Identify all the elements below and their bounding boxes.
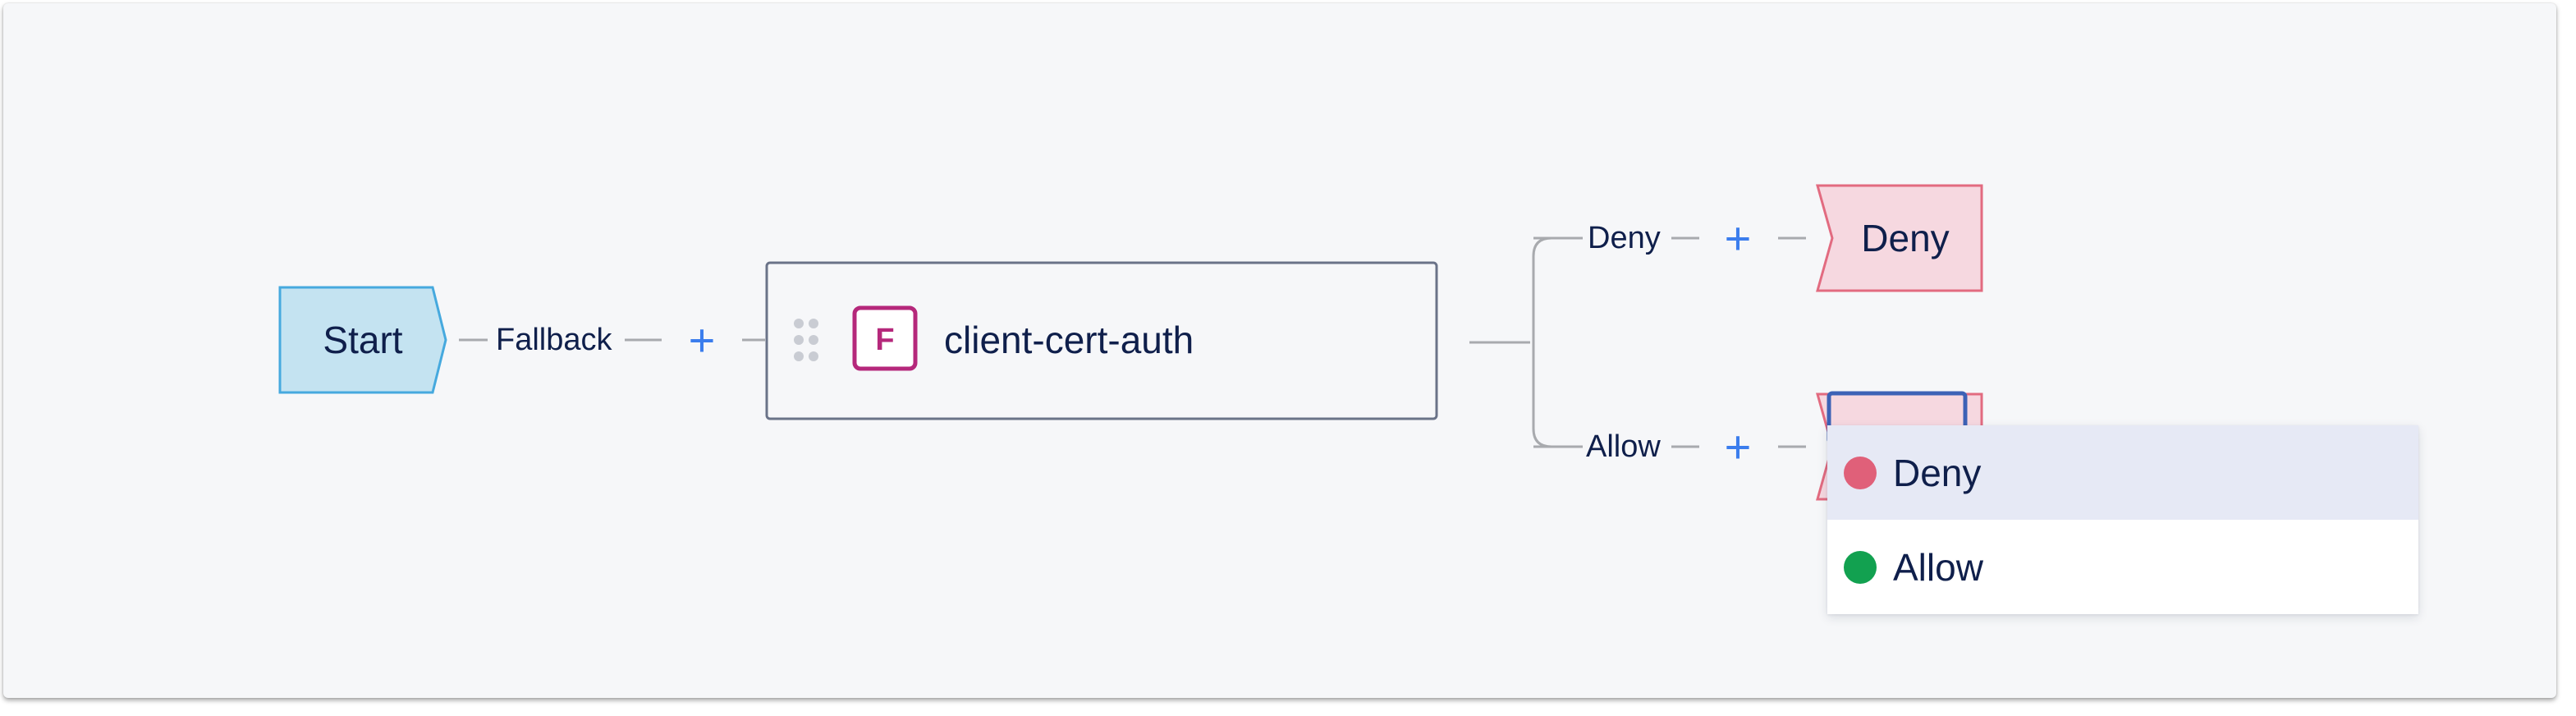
function-node-box [765,261,1438,420]
start-node-shape [278,286,447,394]
branch-connector [1469,236,1552,448]
function-node[interactable]: F client-cert-auth [765,261,1438,420]
dropdown-option-allow[interactable]: Allow [1827,520,2418,614]
result-node-label: Deny [1861,217,1949,259]
branch-label-deny: Deny [1588,221,1661,255]
add-step-button[interactable]: + [1725,421,1752,473]
dropdown-option-deny[interactable]: Deny [1827,425,2418,520]
drag-handle-icon[interactable] [794,319,818,361]
branch-label-allow: Allow [1586,429,1661,464]
function-icon-letter: F [875,323,894,357]
start-node[interactable]: Start [278,286,447,394]
result-dropdown-menu: Deny Allow [1827,425,2418,614]
function-icon [852,305,918,371]
status-dot-icon [1844,456,1877,489]
result-node-shape [1816,184,1983,292]
flow-canvas[interactable]: Start Fallback + F client-cert-auth Deny… [3,3,2556,698]
start-node-label: Start [323,319,402,361]
add-step-button[interactable]: + [1725,213,1752,264]
function-name: client-cert-auth [944,319,1194,361]
add-step-button[interactable]: + [689,314,716,366]
result-node-deny[interactable]: Deny [1816,184,1983,292]
status-dot-icon [1844,550,1877,584]
dropdown-option-label: Deny [1893,451,1982,494]
fallback-label: Fallback [496,323,612,357]
dropdown-option-label: Allow [1893,545,1983,589]
